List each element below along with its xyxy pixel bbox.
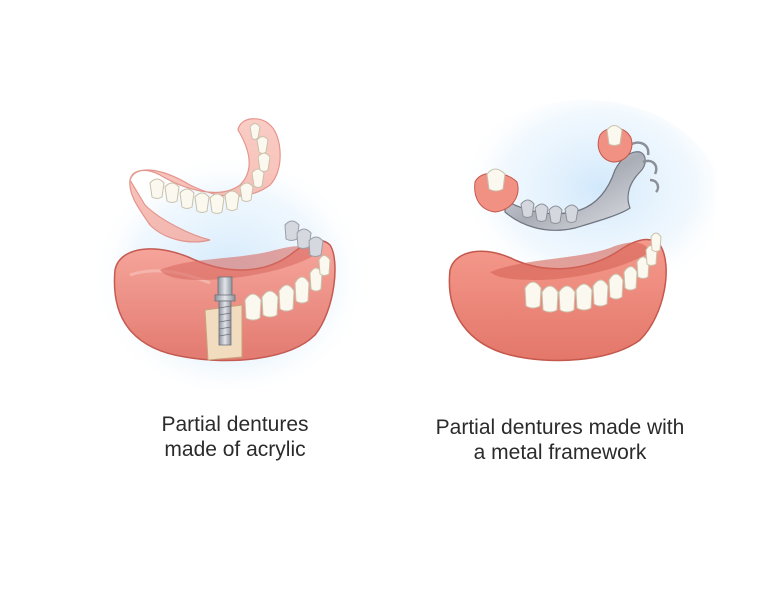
caption-metal-line-1: Partial dentures made with xyxy=(435,416,685,439)
upper-right-tooth xyxy=(606,125,623,146)
implant-post xyxy=(217,276,233,298)
upper-teeth xyxy=(149,123,271,214)
caption-metal: Partial dentures made with a metal frame… xyxy=(400,415,720,465)
metal-framework-denture-illustration xyxy=(425,100,725,400)
acrylic-denture-illustration xyxy=(90,95,380,395)
metal-clasps xyxy=(629,141,660,193)
caption-acrylic-line-2: made of acrylic xyxy=(164,438,306,461)
lower-teeth xyxy=(244,255,331,321)
caption-acrylic: Partial dentures made of acrylic xyxy=(90,412,380,462)
lower-teeth xyxy=(524,232,662,313)
posterior-teeth-gray xyxy=(284,220,324,257)
caption-acrylic-line-1: Partial dentures xyxy=(161,413,309,436)
acrylic-denture-drawing xyxy=(90,118,370,390)
framework-teeth xyxy=(520,199,579,224)
caption-metal-line-2: a metal framework xyxy=(473,441,647,464)
metal-denture-drawing xyxy=(445,100,725,362)
implant-screw xyxy=(218,300,232,346)
upper-left-tooth xyxy=(486,168,506,192)
